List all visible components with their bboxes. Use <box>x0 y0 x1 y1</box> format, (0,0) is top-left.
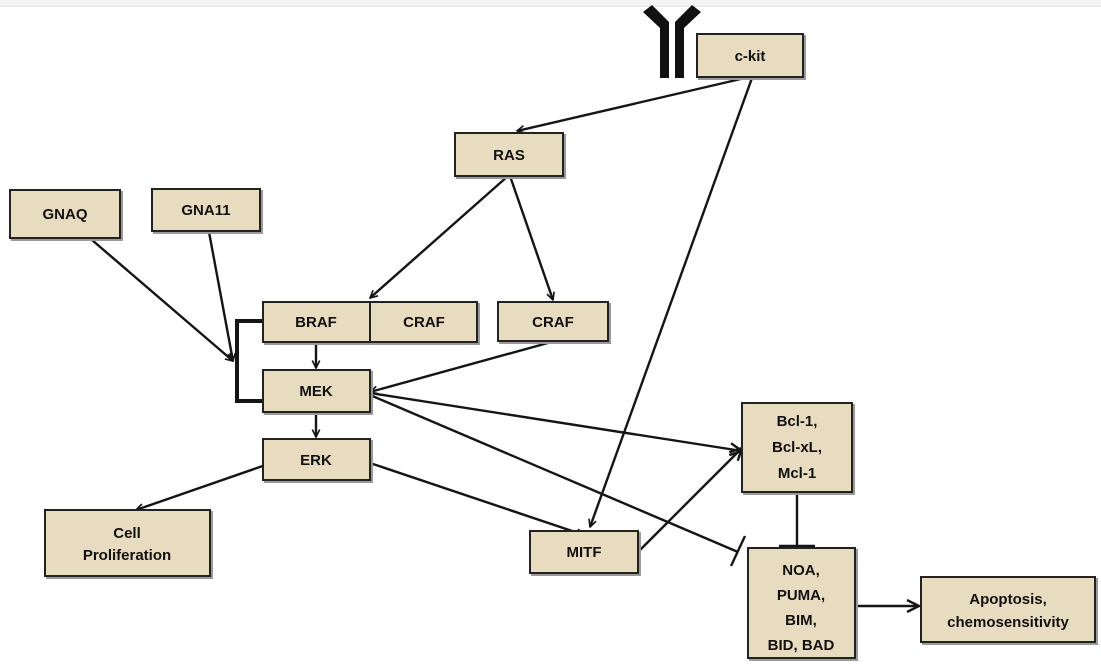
edges <box>91 76 919 606</box>
node-apoptosis-line1: Apoptosis, <box>969 591 1047 608</box>
node-mitf-label: MITF <box>567 544 602 561</box>
edge-ras-craf <box>508 175 553 300</box>
inhibit-bar-mek-noa <box>729 535 747 567</box>
node-craf-pair: CRAF <box>369 301 478 343</box>
node-noa: NOA, PUMA, BIM, BID, BAD <box>747 547 856 659</box>
node-braf-label: BRAF <box>295 314 337 331</box>
node-noa-line4: BID, BAD <box>768 637 835 654</box>
bracket <box>235 319 263 403</box>
node-apoptosis: Apoptosis, chemosensitivity <box>920 576 1096 643</box>
edge-mek-noa-inhibit <box>369 393 739 554</box>
edge-erk-mitf <box>369 461 584 535</box>
node-bcl: Bcl-1, Bcl-xL, Mcl-1 <box>741 402 853 493</box>
node-bcl-line1: Bcl-1, <box>777 413 818 430</box>
node-cell-proliferation-line2: Proliferation <box>83 547 171 564</box>
node-erk-label: ERK <box>300 452 332 469</box>
node-gnaq: GNAQ <box>9 189 121 239</box>
edge-craf-mek <box>370 339 556 392</box>
node-ckit: c-kit <box>696 33 804 78</box>
node-braf: BRAF <box>262 301 371 343</box>
node-craf-pair-label: CRAF <box>403 314 445 331</box>
node-apoptosis-line2: chemosensitivity <box>947 614 1069 631</box>
node-erk: ERK <box>262 438 371 481</box>
edge-ckit-mitf <box>590 77 754 527</box>
node-craf-label: CRAF <box>532 314 574 331</box>
edge-mek-bcl <box>369 391 742 451</box>
node-ras-label: RAS <box>493 147 525 164</box>
node-mitf: MITF <box>529 530 639 574</box>
edge-gnaq-mek <box>91 239 233 361</box>
edge-erk-prolif <box>136 458 281 510</box>
node-noa-line2: PUMA, <box>777 587 825 604</box>
top-border <box>0 0 1101 7</box>
node-cell-proliferation: Cell Proliferation <box>44 509 211 577</box>
edge-gna11-mek <box>207 231 233 361</box>
node-cell-proliferation-line1: Cell <box>113 525 141 542</box>
antibody-receptor-icon <box>643 5 701 78</box>
edge-ckit-ras <box>517 76 746 131</box>
node-mek: MEK <box>262 369 371 413</box>
node-gna11-label: GNA11 <box>181 202 230 219</box>
node-bcl-line3: Mcl-1 <box>778 465 816 482</box>
node-mek-label: MEK <box>299 383 333 400</box>
edge-mitf-bcl <box>637 448 742 553</box>
node-noa-line3: BIM, <box>785 612 817 629</box>
edge-ras-braf <box>370 175 509 298</box>
node-bcl-line2: Bcl-xL, <box>772 439 822 456</box>
node-gnaq-label: GNAQ <box>43 206 88 223</box>
node-ckit-label: c-kit <box>735 48 766 65</box>
node-noa-line1: NOA, <box>782 562 820 579</box>
node-craf: CRAF <box>497 301 609 342</box>
node-gna11: GNA11 <box>151 188 261 232</box>
node-ras: RAS <box>454 132 564 177</box>
